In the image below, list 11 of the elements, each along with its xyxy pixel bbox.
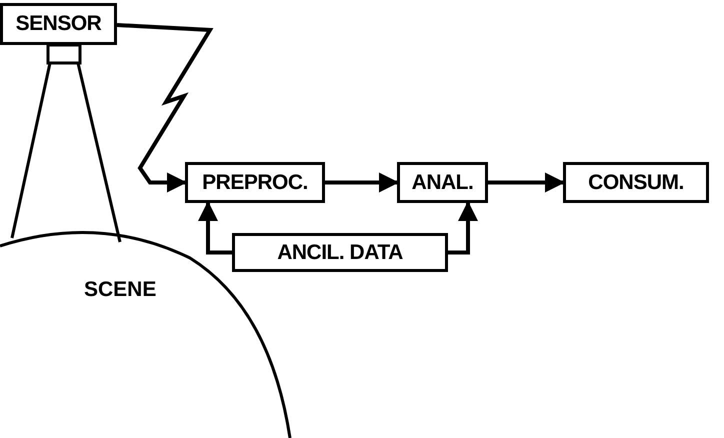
- process-box: ANCIL. DATA: [232, 233, 448, 272]
- process-box: CONSUM.: [563, 162, 709, 203]
- lightning-arrow: [116, 23, 214, 192]
- process-box: ANAL.: [397, 162, 488, 203]
- arrow: [325, 172, 399, 192]
- process-box: SENSOR: [0, 3, 117, 45]
- arrow: [198, 201, 232, 254]
- process-box: PREPROC.: [185, 162, 325, 203]
- scene-label: SCENE: [84, 278, 156, 302]
- arrow: [448, 201, 478, 254]
- arrow: [488, 172, 565, 192]
